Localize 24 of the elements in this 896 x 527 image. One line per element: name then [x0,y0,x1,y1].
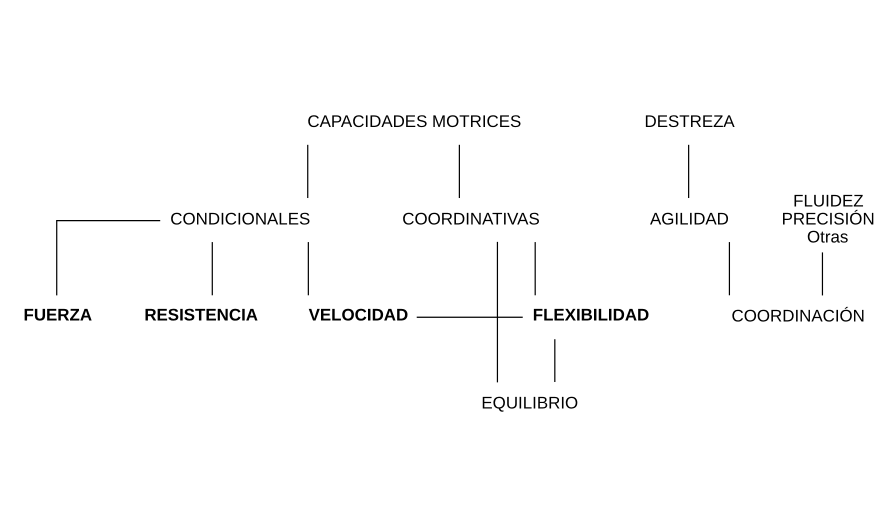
node-text: RESISTENCIA [144,306,258,325]
node-text: VELOCIDAD [308,306,408,325]
node-text: FUERZA [23,306,92,325]
node-text: DESTREZA [644,112,734,132]
node-text: EQUILIBRIO [480,394,578,413]
connector [688,144,689,198]
node-text: COORDINATIVAS [402,209,540,228]
connector [306,144,308,198]
connector [458,144,460,198]
connector [416,316,522,318]
connector [307,242,308,296]
connector [496,242,498,382]
node-text: CAPACIDADES MOTRICES [306,112,521,132]
node-text: FLEXIBILIDAD [532,306,649,325]
node-text: AGILIDAD [649,209,728,228]
connector [211,242,212,296]
connector [534,242,536,296]
node-text: FLUIDEZ PRECISIÓN Otras [781,191,874,247]
connector [554,339,555,382]
node-text: CONDICIONALES [170,209,310,228]
connector [728,242,730,296]
connector [56,220,160,296]
node-text: COORDINACIÓN [731,306,864,326]
connector [821,252,823,296]
